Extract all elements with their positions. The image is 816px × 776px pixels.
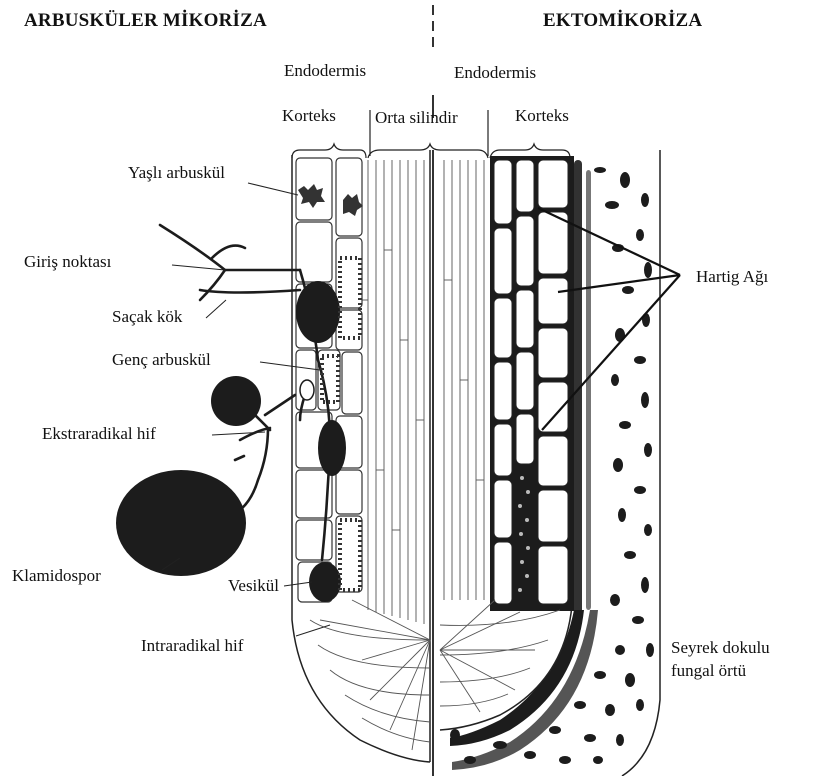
vesikul-label: Vesikül xyxy=(228,577,279,594)
sacak-kok-label: Saçak kök xyxy=(112,308,182,325)
ecto-stele-lines xyxy=(444,160,484,600)
am-root-cap xyxy=(310,600,430,750)
korteks-left-label: Korteks xyxy=(282,107,336,124)
ecto-title: EKTOMİKORİZA xyxy=(543,10,702,32)
intraradikal-hif-label: Intraradikal hif xyxy=(141,637,243,654)
orta-silindir-label: Orta silindir xyxy=(375,109,458,126)
endodermis-right-label: Endodermis xyxy=(454,64,536,81)
endodermis-left-label: Endodermis xyxy=(284,62,366,79)
am-title: ARBUSKÜLER MİKORİZA xyxy=(24,10,267,32)
ekstraradikal-hif-label: Ekstraradikal hif xyxy=(42,425,156,442)
fungal-ortu-label: fungal örtü xyxy=(671,662,746,679)
hartig-agi-label: Hartig Ağı xyxy=(696,268,768,285)
seyrek-dokulu-label: Seyrek dokulu xyxy=(671,639,770,656)
klamidospor-label: Klamidospor xyxy=(12,567,101,584)
yasli-arbuskul-label: Yaşlı arbuskül xyxy=(128,164,225,181)
korteks-right-label: Korteks xyxy=(515,107,569,124)
genc-arbuskul-label: Genç arbuskül xyxy=(112,351,211,368)
giris-noktasi-label: Giriş noktası xyxy=(24,253,111,270)
ecto-cortex-cells xyxy=(490,156,574,611)
am-stele-lines xyxy=(360,160,424,624)
